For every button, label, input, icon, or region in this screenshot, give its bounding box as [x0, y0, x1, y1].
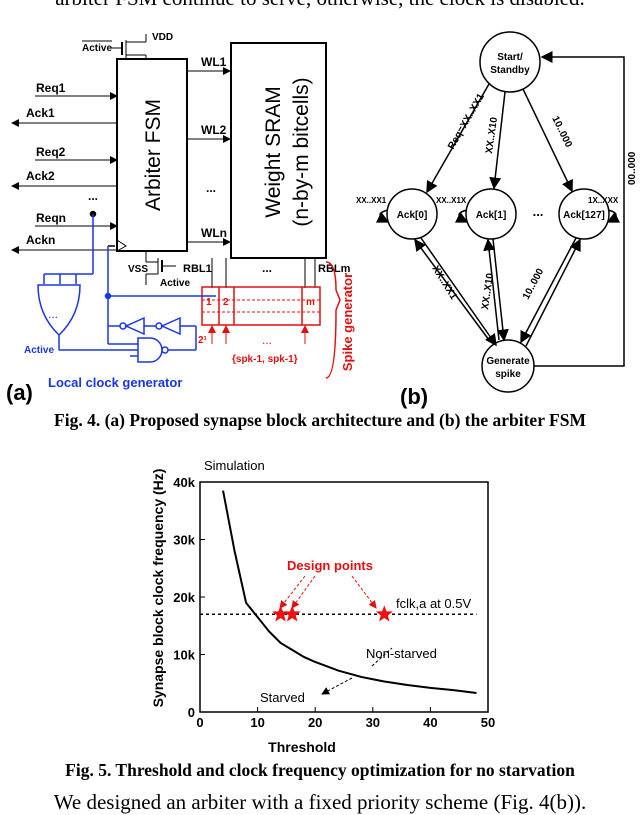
svg-text:00..000: 00..000 [627, 151, 638, 185]
svg-text:1: 1 [206, 297, 212, 308]
simulation-label: Simulation [204, 458, 265, 473]
x-tick-label: 30 [366, 715, 380, 730]
spike-generator: 1 2 m 2¹ ... {spk-1, spk-1} Spike genera… [198, 261, 355, 379]
svg-text:Ack2: Ack2 [26, 169, 55, 183]
svg-text:{spk-1, spk-1}: {spk-1, spk-1} [232, 354, 298, 365]
svg-text:m: m [306, 297, 315, 308]
svg-text:XX..X1X: XX..X1X [436, 196, 467, 205]
svg-text:Req2: Req2 [36, 145, 66, 159]
svg-text:Generate: Generate [486, 356, 530, 367]
svg-text:(n-by-m bitcells): (n-by-m bitcells) [290, 77, 313, 226]
series-line [222, 490, 477, 695]
panel-a-label: (a) [6, 380, 33, 405]
panel-b: Start/ Standby Ack[0] Ack[1] Ack[127] ..… [356, 31, 638, 409]
svg-text:2: 2 [223, 297, 229, 308]
svg-text:Ack[127]: Ack[127] [563, 210, 605, 221]
body-text-bottom: We designed an arbiter with a fixed prio… [53, 790, 587, 814]
local-clock-generator [37, 210, 216, 363]
svg-text:...: ... [533, 204, 544, 219]
x-tick-label: 0 [196, 715, 203, 730]
svg-text:...: ... [262, 333, 272, 347]
svg-text:Weight SRAM: Weight SRAM [262, 86, 285, 218]
x-tick-label: 40 [423, 715, 437, 730]
fig4-caption: Fig. 4. (a) Proposed synapse block archi… [54, 410, 586, 430]
x-tick-label: 50 [481, 715, 495, 730]
design-point-star [283, 605, 301, 622]
svg-text:...: ... [48, 307, 58, 321]
fig4-diagram: Active VDD Arbiter FSM Req1 Ack1 Req2 Ac… [6, 31, 638, 409]
svg-text:XX..X10: XX..X10 [480, 272, 496, 310]
svg-text:Active: Active [24, 345, 54, 356]
svg-text:WL1: WL1 [201, 55, 227, 69]
svg-text:XX..X10: XX..X10 [484, 116, 500, 154]
svg-text:Reqn: Reqn [36, 211, 66, 225]
fclk-label: fclk,a at 0.5V [396, 596, 471, 611]
svg-text:...: ... [88, 189, 98, 203]
svg-text:Ack[0]: Ack[0] [397, 210, 428, 221]
design-point-star [375, 605, 393, 622]
panel-b-label: (b) [400, 384, 428, 409]
vdd-label: VDD [152, 32, 173, 43]
svg-text:Local clock generator: Local clock generator [48, 375, 182, 390]
svg-text:RBLm: RBLm [318, 263, 351, 275]
svg-text:Standby: Standby [490, 65, 530, 76]
svg-text:spike: spike [495, 369, 521, 380]
y-axis-label: Synapse block clock frequency (Hz) [150, 469, 166, 708]
y-tick-label: 0 [188, 705, 195, 720]
x-axis-label: Threshold [268, 739, 336, 755]
fig5-chart: 0 10 20 30 40 50 0 10k 20k 30k 40k Simulation Desi… [150, 458, 495, 755]
x-tick-label: 20 [308, 715, 322, 730]
svg-text:Ack[1]: Ack[1] [476, 210, 507, 221]
y-tick-label: 40k [173, 475, 195, 490]
svg-text:...: ... [206, 181, 216, 195]
x-tick-label: 10 [250, 715, 264, 730]
panel-a: Active VDD Arbiter FSM Req1 Ack1 Req2 Ac… [6, 32, 355, 405]
svg-text:Req=XX..XX1: Req=XX..XX1 [446, 91, 487, 151]
svg-text:2¹: 2¹ [198, 335, 208, 346]
svg-text:VSS: VSS [128, 264, 148, 275]
arbiter-label: Arbiter FSM [142, 99, 165, 211]
non-starved-label: Non-starved [366, 646, 437, 661]
svg-text:10..000: 10..000 [549, 114, 574, 149]
svg-text:Ackn: Ackn [26, 233, 55, 247]
svg-text:WL2: WL2 [201, 123, 227, 137]
svg-text:Spike generator: Spike generator [340, 273, 355, 371]
body-text-top: arbiter FSM continue to serve, otherwise… [0, 0, 640, 11]
y-tick-label: 10k [173, 648, 195, 663]
svg-text:10..000: 10..000 [521, 266, 547, 301]
svg-text:Req1: Req1 [36, 81, 66, 95]
arbiter-fsm-box [116, 58, 188, 252]
design-points-label: Design points [287, 558, 373, 573]
svg-text:...: ... [262, 261, 272, 275]
y-tick-label: 30k [173, 533, 195, 548]
svg-text:WLn: WLn [201, 226, 227, 240]
svg-text:1X..XXX: 1X..XXX [588, 196, 619, 205]
y-tick-label: 20k [173, 590, 195, 605]
design-point-star [272, 605, 290, 622]
state-start [479, 31, 541, 93]
active-bar-label: Active [82, 43, 112, 54]
svg-text:Active: Active [160, 278, 190, 289]
starved-label: Starved [260, 690, 305, 705]
svg-text:XX..XX1: XX..XX1 [356, 196, 387, 205]
svg-text:Ack1: Ack1 [26, 106, 55, 120]
fig5-caption: Fig. 5. Threshold and clock frequency op… [65, 760, 575, 780]
svg-text:Start/: Start/ [497, 52, 523, 63]
weight-sram-box [230, 42, 327, 259]
svg-text:RBL1: RBL1 [183, 263, 212, 275]
svg-text:XX..XX1: XX..XX1 [429, 264, 459, 302]
